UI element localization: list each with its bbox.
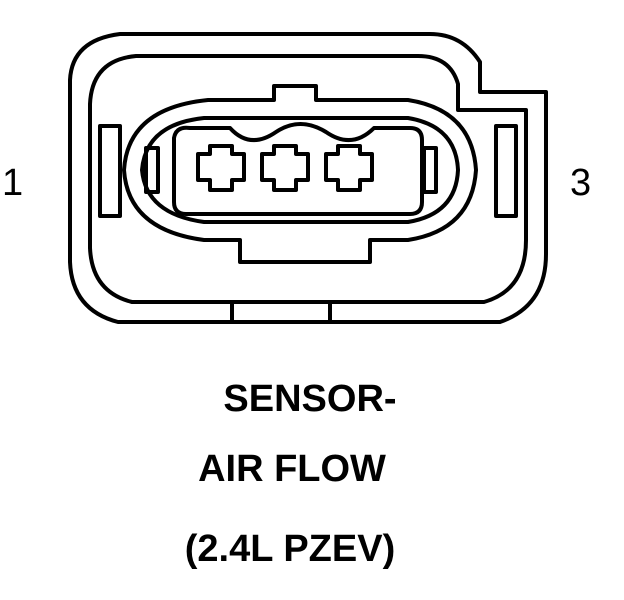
caption-line-2: AIR FLOW <box>198 448 386 490</box>
pin-shroud <box>122 84 478 264</box>
caption-line-3: (2.4L PZEV) <box>184 528 396 570</box>
pin-cavity-1 <box>196 144 246 192</box>
pin-cavity-2 <box>260 144 310 192</box>
shroud-key-left <box>144 146 160 194</box>
pin-cavity-3 <box>324 144 374 192</box>
caption-line-1: SENSOR- <box>223 378 397 420</box>
connector-housing-outer <box>68 32 548 324</box>
lock-tab-left <box>98 124 122 218</box>
pin-shroud-inner <box>140 116 460 224</box>
shroud-key-right <box>422 146 438 194</box>
lock-tab-right <box>494 124 518 218</box>
pin-label-3: 3 <box>570 162 592 204</box>
connector-housing-inner <box>88 54 528 304</box>
pin-label-1: 1 <box>2 162 24 204</box>
connector-diagram <box>68 32 548 324</box>
pin-cavity-block <box>172 122 424 216</box>
